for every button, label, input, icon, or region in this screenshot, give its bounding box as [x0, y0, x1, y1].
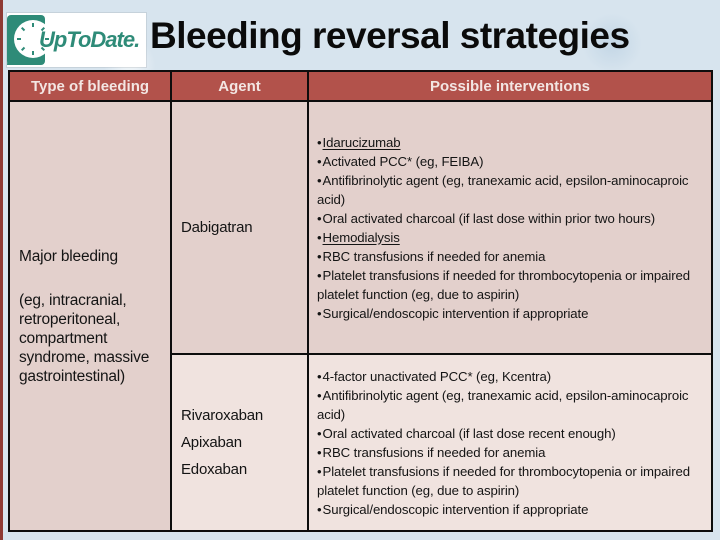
- header-possible-interventions: Possible interventions: [307, 72, 711, 102]
- intervention-text: Oral activated charcoal (if last dose wi…: [322, 210, 656, 226]
- bullet-icon: •: [317, 444, 322, 460]
- intervention-item: •Idarucizumab: [317, 133, 708, 152]
- reversal-table: Type of bleeding Agent Possible interven…: [8, 70, 713, 532]
- intervention-text: Activated PCC* (eg, FEIBA): [322, 153, 484, 169]
- intervention-item: •Antifibrinolytic agent (eg, tranexamic …: [317, 386, 708, 424]
- header-type-of-bleeding: Type of bleeding: [10, 72, 170, 102]
- cell-interventions-xaban-drugs: •4-factor unactivated PCC* (eg, Kcentra)…: [307, 353, 711, 530]
- bullet-icon: •: [317, 463, 322, 479]
- agent-name: Apixaban: [181, 434, 242, 451]
- clock-icon: [7, 15, 49, 65]
- intervention-text: RBC transfusions if needed for anemia: [322, 444, 546, 460]
- intervention-item: •Antifibrinolytic agent (eg, tranexamic …: [317, 171, 708, 209]
- bullet-icon: •: [317, 368, 322, 384]
- agent-name: Dabigatran: [181, 219, 253, 236]
- intervention-text: Platelet transfusions if needed for thro…: [317, 267, 690, 302]
- intervention-item: •Surgical/endoscopic intervention if app…: [317, 304, 708, 323]
- slide-title: Bleeding reversal strategies: [150, 15, 630, 56]
- left-accent-strip: [0, 0, 3, 540]
- intervention-text: Antifibrinolytic agent (eg, tranexamic a…: [317, 172, 689, 207]
- intervention-item: •Oral activated charcoal (if last dose w…: [317, 209, 708, 228]
- intervention-text: Idarucizumab: [322, 134, 401, 150]
- intervention-item: •Activated PCC* (eg, FEIBA): [317, 152, 708, 171]
- bullet-icon: •: [317, 172, 322, 188]
- intervention-text: Hemodialysis: [322, 229, 400, 245]
- intervention-item: •4-factor unactivated PCC* (eg, Kcentra): [317, 367, 708, 386]
- bullet-icon: •: [317, 153, 322, 169]
- cell-type-of-bleeding: Major bleeding (eg, intracranial, retrop…: [10, 102, 170, 530]
- bullet-icon: •: [317, 425, 322, 441]
- bullet-icon: •: [317, 267, 322, 283]
- bleeding-type-main: Major bleeding: [19, 247, 118, 265]
- intervention-item: •Platelet transfusions if needed for thr…: [317, 462, 708, 500]
- agent-name: Rivaroxaban: [181, 407, 264, 424]
- cell-agent-dabigatran: Dabigatran: [170, 102, 307, 353]
- intervention-item: •Hemodialysis: [317, 228, 708, 247]
- intervention-item: •RBC transfusions if needed for anemia: [317, 443, 708, 462]
- intervention-text: Surgical/endoscopic intervention if appr…: [322, 305, 589, 321]
- bullet-icon: •: [317, 229, 322, 245]
- bleeding-type-detail: (eg, intracranial, retroperitoneal, comp…: [19, 291, 150, 385]
- intervention-item: •RBC transfusions if needed for anemia: [317, 247, 708, 266]
- bullet-icon: •: [317, 134, 322, 150]
- intervention-item: •Platelet transfusions if needed for thr…: [317, 266, 708, 304]
- bullet-icon: •: [317, 248, 322, 264]
- intervention-text: Oral activated charcoal (if last dose re…: [322, 425, 616, 441]
- intervention-text: 4-factor unactivated PCC* (eg, Kcentra): [322, 368, 552, 384]
- intervention-text: RBC transfusions if needed for anemia: [322, 248, 546, 264]
- intervention-text: Platelet transfusions if needed for thro…: [317, 463, 690, 498]
- cell-interventions-dabigatran: •Idarucizumab•Activated PCC* (eg, FEIBA)…: [307, 102, 711, 353]
- agent-name: Edoxaban: [181, 461, 247, 478]
- intervention-item: •Oral activated charcoal (if last dose r…: [317, 424, 708, 443]
- intervention-item: •Surgical/endoscopic intervention if app…: [317, 500, 708, 519]
- bullet-icon: •: [317, 501, 322, 517]
- bullet-icon: •: [317, 305, 322, 321]
- uptodate-logo: UpToDate.: [7, 13, 146, 67]
- intervention-text: Surgical/endoscopic intervention if appr…: [322, 501, 589, 517]
- intervention-text: Antifibrinolytic agent (eg, tranexamic a…: [317, 387, 689, 422]
- logo-wordmark: UpToDate.: [39, 27, 140, 52]
- bullet-icon: •: [317, 387, 322, 403]
- bullet-icon: •: [317, 210, 322, 226]
- header-agent: Agent: [170, 72, 307, 102]
